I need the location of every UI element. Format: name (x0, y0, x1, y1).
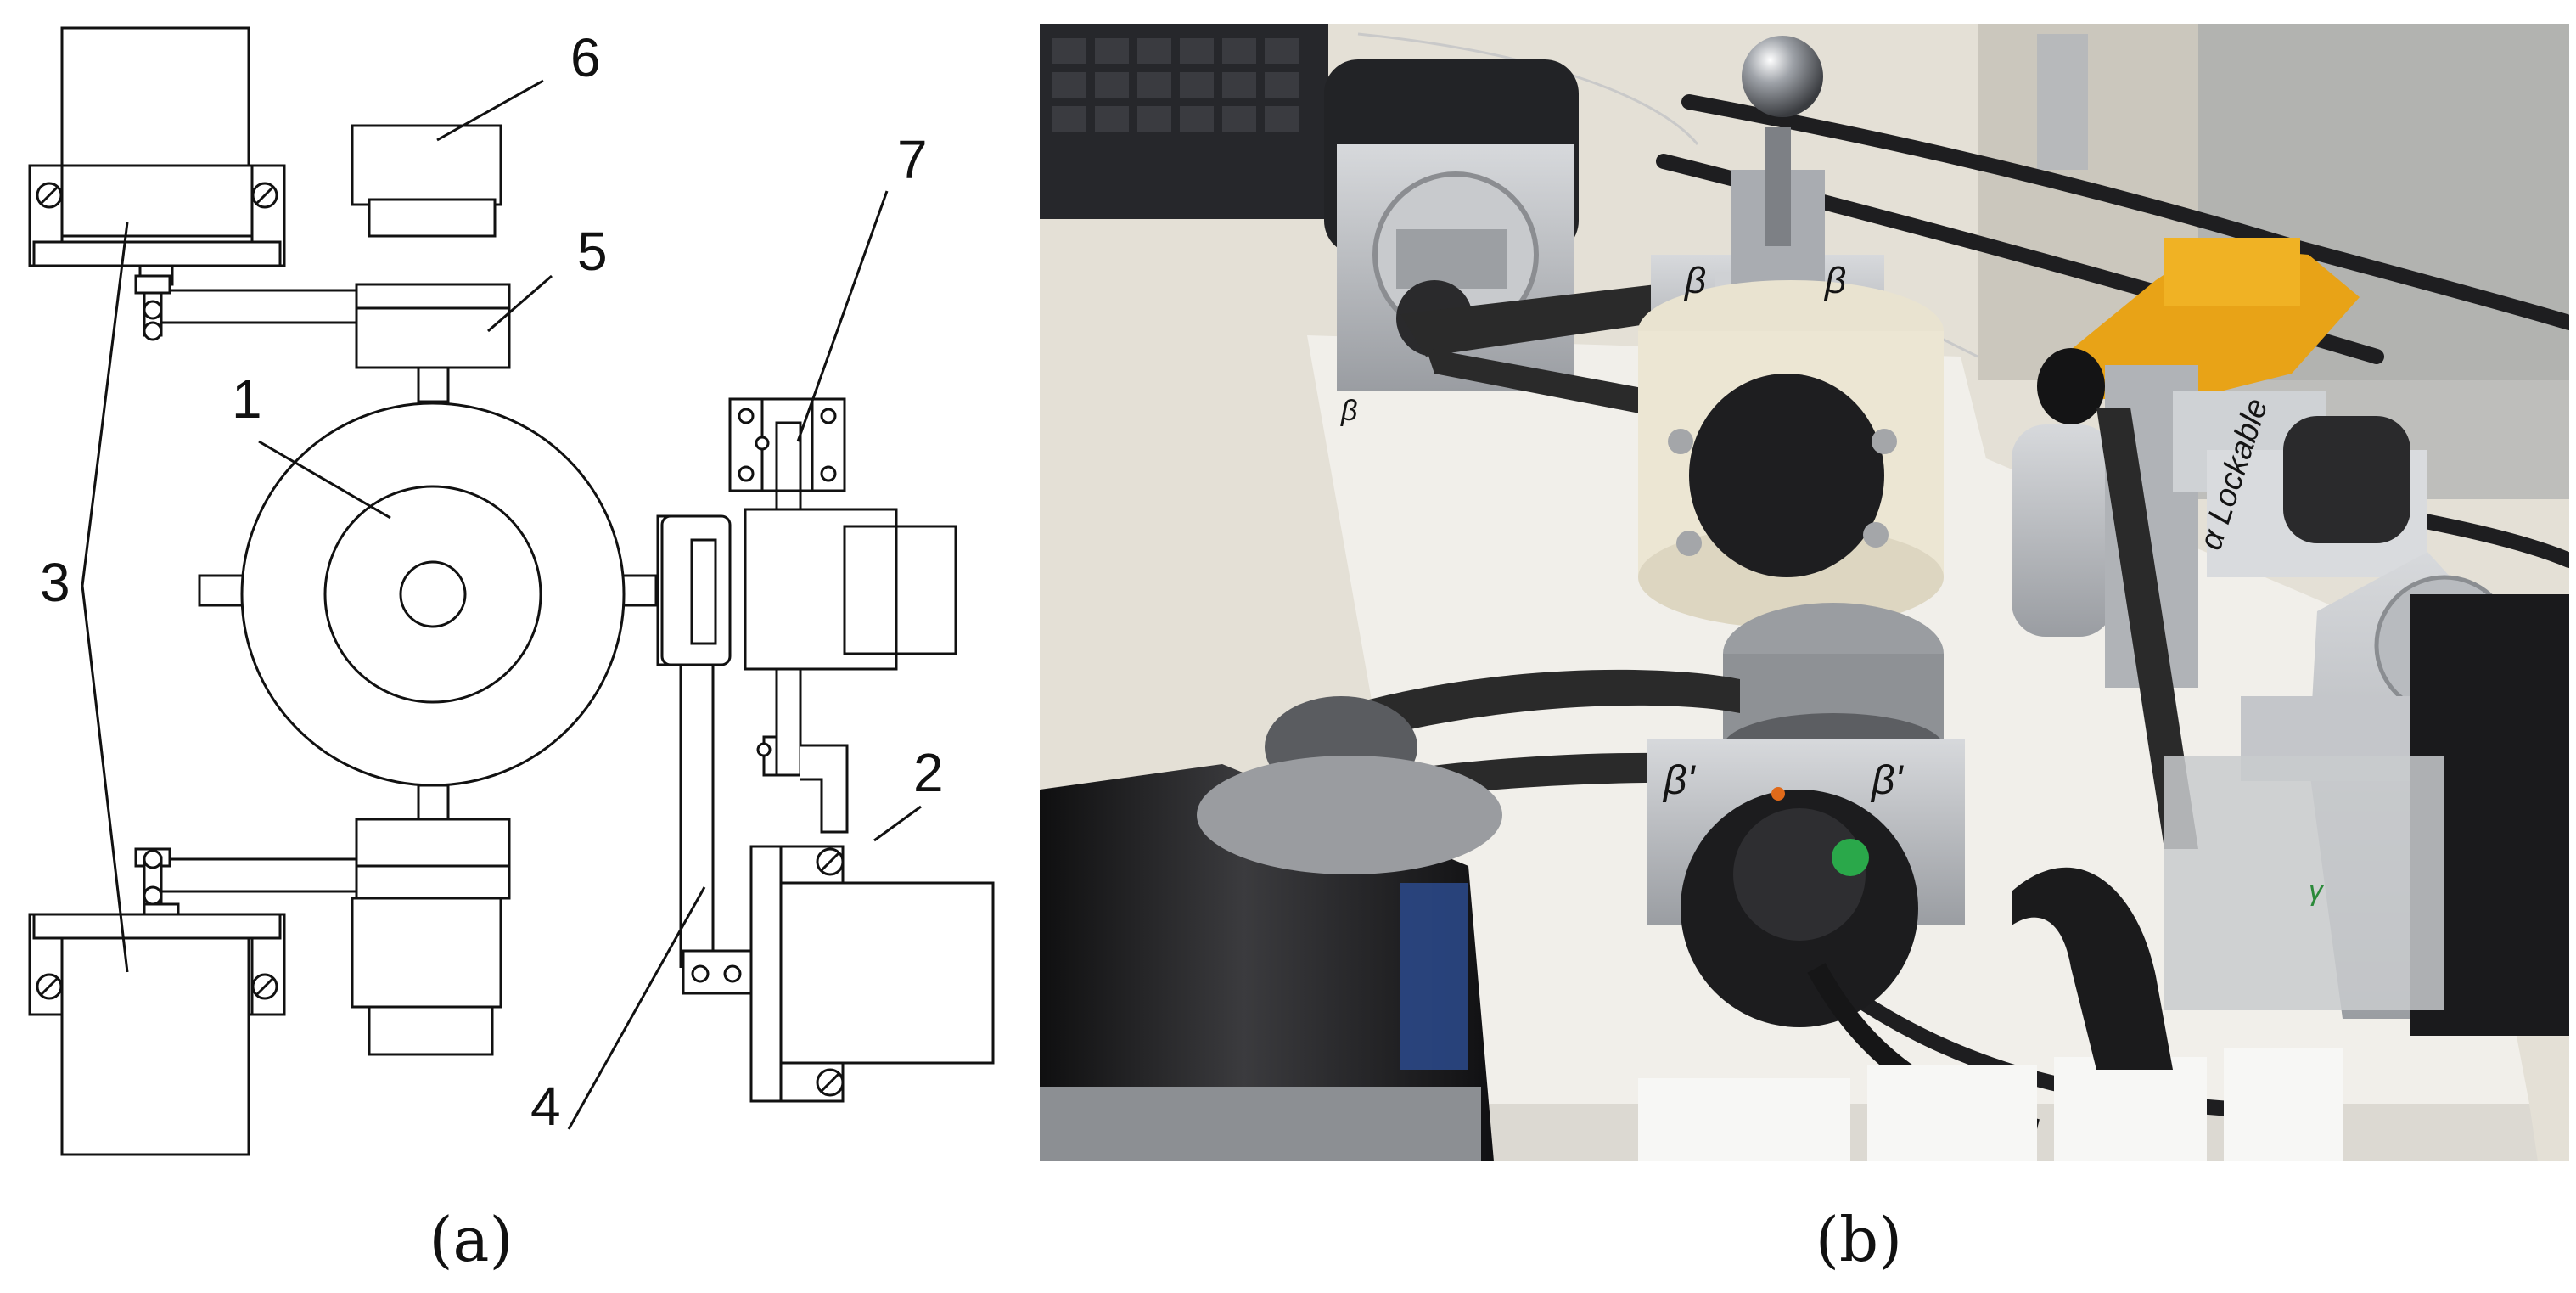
caption-panel-b: (b) (1816, 1204, 1902, 1275)
annotation-beta-top-right: β (1823, 260, 1846, 301)
panel-a-labels: 6 5 7 1 3 2 4 (40, 27, 944, 1137)
annotation-beta-prime-right: β' (1870, 758, 1904, 803)
label-1: 1 (232, 368, 262, 430)
label-5: 5 (577, 221, 608, 282)
annotation-gamma: γ (2309, 874, 2325, 907)
leader-lines (81, 79, 922, 1130)
annotation-beta-top-left: β (1683, 260, 1706, 301)
label-4: 4 (530, 1076, 561, 1137)
central-gimbal (198, 402, 658, 787)
right-belt-assembly (656, 397, 957, 995)
annotation-beta-base: β (1340, 395, 1357, 427)
label-7: 7 (897, 129, 928, 190)
label-2: 2 (913, 742, 944, 803)
label-6: 6 (570, 27, 601, 88)
motor-2 (749, 845, 995, 1103)
motor-3-top (28, 26, 286, 286)
panel-b-photo: β β β' β' β γ α Lockable (1040, 24, 2569, 1161)
annotation-beta-prime-left: β' (1662, 758, 1696, 803)
bottom-belt-drive (134, 784, 511, 1056)
caption-panel-a: (a) (429, 1204, 513, 1275)
top-belt-drive (134, 124, 511, 403)
panel-a-schematic (28, 26, 995, 1156)
photo-right-assembly (2012, 238, 2569, 1036)
motor-3-bottom (28, 913, 286, 1156)
photo-joystick (1638, 36, 1944, 628)
label-3: 3 (40, 552, 70, 613)
photo-bottom-assembly (1040, 603, 2343, 1161)
